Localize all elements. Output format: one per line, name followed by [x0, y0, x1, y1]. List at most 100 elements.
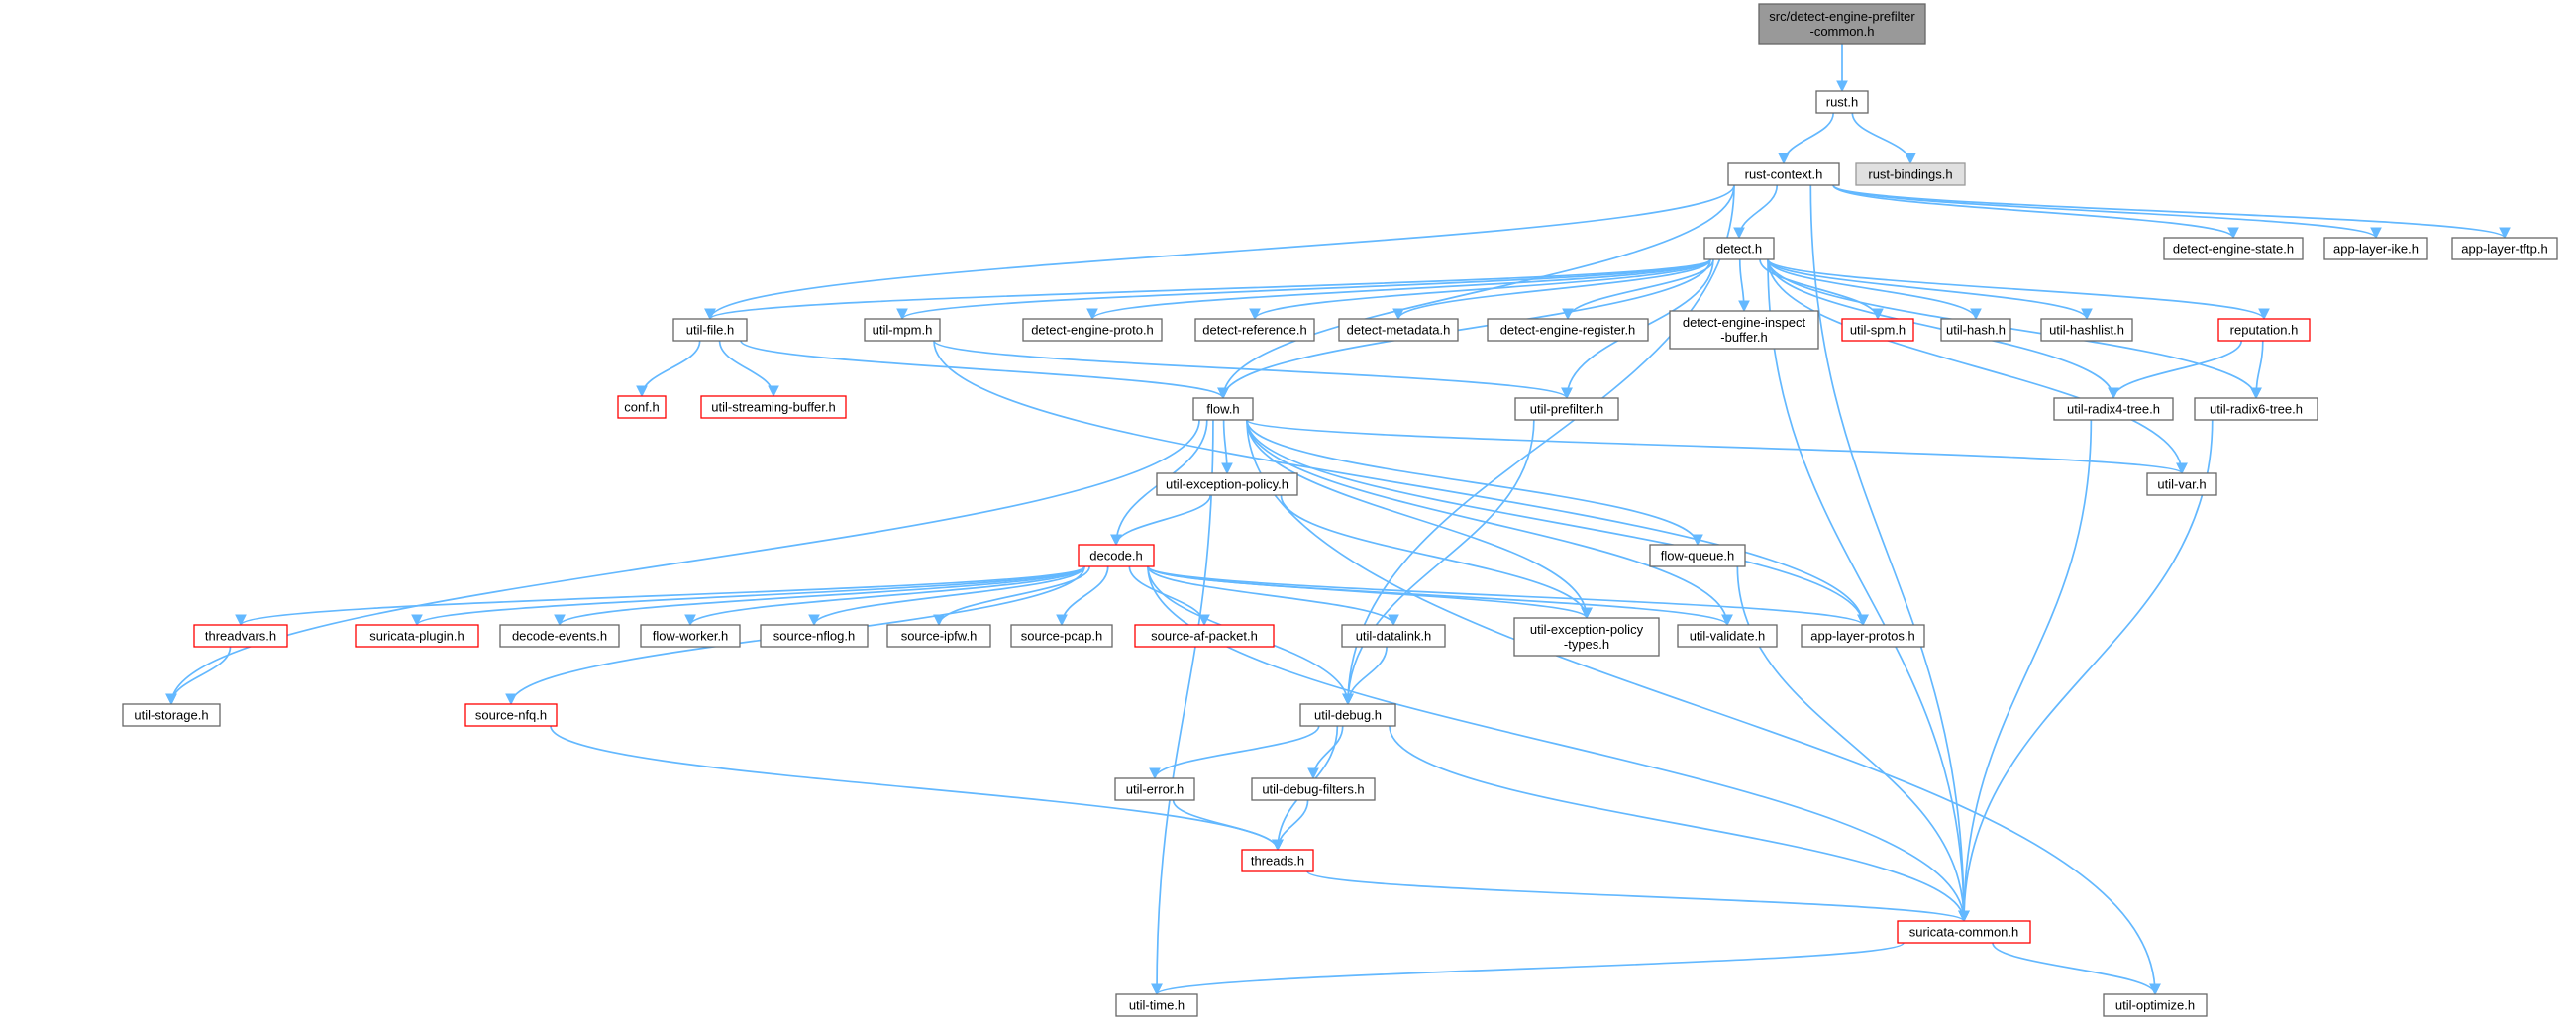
node-spm[interactable]: util-spm.h [1841, 318, 1914, 342]
node-debug[interactable]: util-debug.h [1299, 703, 1396, 727]
node-common[interactable]: suricata-common.h [1897, 920, 2031, 944]
node-storage[interactable]: util-storage.h [122, 703, 221, 727]
node-flowq[interactable]: flow-queue.h [1649, 544, 1746, 567]
node-dmeta[interactable]: detect-metadata.h [1338, 318, 1459, 342]
node-root-label-1: -common.h [1809, 24, 1874, 39]
node-plugin-box [355, 624, 479, 648]
node-ipfw[interactable]: source-ipfw.h [886, 624, 991, 648]
node-alprotos[interactable]: app-layer-protos.h [1801, 624, 1925, 648]
node-utilfile-box [672, 318, 748, 342]
node-excpoltypes-label-0: util-exception-policy [1530, 622, 1644, 637]
node-flowq-box [1649, 544, 1746, 567]
node-datalink[interactable]: util-datalink.h [1341, 624, 1446, 648]
node-detect[interactable]: detect.h [1703, 237, 1775, 260]
node-prefilter-box [1514, 397, 1619, 421]
node-deinsp[interactable]: detect-engine-inspect-buffer.h [1669, 310, 1819, 350]
node-dbgfilters[interactable]: util-debug-filters.h [1251, 777, 1376, 801]
node-devents-box [499, 624, 620, 648]
node-threadvars[interactable]: threadvars.h [193, 624, 288, 648]
edge-common-to-optimize [1992, 942, 2161, 996]
edge-detect-to-hashlist [1767, 258, 2093, 321]
edge-prefilter-to-debug [1342, 419, 1535, 706]
node-threads[interactable]: threads.h [1241, 849, 1314, 872]
edge-excpol-to-excpoltypes [1280, 494, 1593, 620]
edge-flow-to-optimize [1246, 419, 2161, 996]
node-spm-box [1841, 318, 1914, 342]
node-des-label-0: detect-engine-state.h [2173, 242, 2294, 256]
node-fworker[interactable]: flow-worker.h [640, 624, 741, 648]
node-root: src/detect-engine-prefilter-common.h [1758, 3, 1926, 45]
edge-rustctx-to-debug [1342, 184, 1735, 706]
node-nfq[interactable]: source-nfq.h [464, 703, 558, 727]
node-streambuf[interactable]: util-streaming-buffer.h [700, 395, 847, 419]
node-root-label-0: src/detect-engine-prefilter [1769, 9, 1915, 24]
node-hash[interactable]: util-hash.h [1940, 318, 2011, 342]
node-decode[interactable]: decode.h [1078, 544, 1155, 567]
node-rust[interactable]: rust.h [1815, 90, 1869, 114]
node-pcap-box [1010, 624, 1113, 648]
node-validate[interactable]: util-validate.h [1677, 624, 1778, 648]
node-error-label-0: util-error.h [1126, 782, 1185, 797]
node-excpoltypes-label-1: -types.h [1564, 637, 1609, 652]
node-var[interactable]: util-var.h [2146, 472, 2217, 496]
node-rustbind-label-0: rust-bindings.h [1868, 167, 1952, 182]
edge-detect-to-deinsp [1738, 258, 1750, 313]
node-afpacket[interactable]: source-af-packet.h [1134, 624, 1275, 648]
node-time-box [1115, 993, 1198, 1017]
node-utilfile[interactable]: util-file.h [672, 318, 748, 342]
node-nflog[interactable]: source-nflog.h [760, 624, 869, 648]
node-ike-box [2323, 237, 2428, 260]
node-ike[interactable]: app-layer-ike.h [2323, 237, 2428, 260]
node-dmeta-label-0: detect-metadata.h [1347, 323, 1451, 338]
node-radix6[interactable]: util-radix6-tree.h [2194, 397, 2318, 421]
node-dref[interactable]: detect-reference.h [1194, 318, 1315, 342]
node-excpol[interactable]: util-exception-policy.h [1156, 472, 1298, 496]
edge-debug-to-dbgfilters [1307, 725, 1344, 780]
node-hashlist[interactable]: util-hashlist.h [2040, 318, 2133, 342]
node-alprotos-box [1801, 624, 1925, 648]
edge-detect-to-flow [1217, 258, 1711, 400]
node-ipfw-box [886, 624, 991, 648]
node-time[interactable]: util-time.h [1115, 993, 1198, 1017]
node-threadvars-label-0: threadvars.h [205, 629, 276, 644]
edge-excpol-to-decode [1110, 494, 1212, 547]
node-prefilter[interactable]: util-prefilter.h [1514, 397, 1619, 421]
node-radix4[interactable]: util-radix4-tree.h [2053, 397, 2174, 421]
node-conf[interactable]: conf.h [617, 395, 667, 419]
node-deproto-label-0: detect-engine-proto.h [1031, 323, 1154, 338]
node-streambuf-box [700, 395, 847, 419]
edge-reput-to-radix4 [2108, 340, 2243, 400]
edge-decode-to-pcap [1056, 565, 1109, 627]
node-optimize[interactable]: util-optimize.h [2103, 993, 2208, 1017]
node-rustctx[interactable]: rust-context.h [1727, 162, 1840, 186]
node-dbgfilters-box [1251, 777, 1376, 801]
node-excpoltypes[interactable]: util-exception-policy-types.h [1513, 617, 1660, 657]
node-rustbind[interactable]: rust-bindings.h [1855, 162, 1966, 186]
node-devents[interactable]: decode-events.h [499, 624, 620, 648]
node-mpm[interactable]: util-mpm.h [864, 318, 941, 342]
node-reput[interactable]: reputation.h [2217, 318, 2311, 342]
node-tftp[interactable]: app-layer-tftp.h [2451, 237, 2558, 260]
node-hashlist-label-0: util-hashlist.h [2049, 323, 2124, 338]
node-threads-label-0: threads.h [1251, 854, 1304, 869]
node-dereg[interactable]: detect-engine-register.h [1487, 318, 1649, 342]
node-hash-box [1940, 318, 2011, 342]
node-hashlist-box [2040, 318, 2133, 342]
node-detect-label-0: detect.h [1716, 242, 1762, 256]
edge-flow-to-flowq [1246, 419, 1703, 547]
node-error[interactable]: util-error.h [1114, 777, 1195, 801]
node-flow[interactable]: flow.h [1192, 397, 1254, 421]
node-mpm-box [864, 318, 941, 342]
node-dereg-box [1487, 318, 1649, 342]
node-afpacket-box [1134, 624, 1275, 648]
node-des[interactable]: detect-engine-state.h [2163, 237, 2304, 260]
node-pcap[interactable]: source-pcap.h [1010, 624, 1113, 648]
node-optimize-label-0: util-optimize.h [2115, 998, 2195, 1013]
node-prefilter-label-0: util-prefilter.h [1530, 402, 1603, 417]
edge-detect-to-dmeta [1392, 258, 1711, 321]
node-plugin[interactable]: suricata-plugin.h [355, 624, 479, 648]
edge-detect-to-radix6 [1767, 258, 2262, 400]
node-deproto[interactable]: detect-engine-proto.h [1022, 318, 1163, 342]
node-rust-box [1815, 90, 1869, 114]
edge-detect-to-reput [1767, 258, 2270, 321]
